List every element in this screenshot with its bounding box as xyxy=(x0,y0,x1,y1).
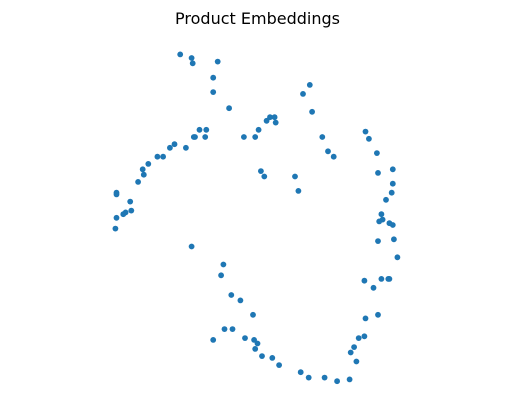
scatter-point xyxy=(190,134,197,140)
scatter-point xyxy=(188,55,195,61)
scatter-point xyxy=(140,171,147,178)
scatter-point xyxy=(154,153,161,160)
scatter-point xyxy=(306,82,313,88)
scatter-point xyxy=(261,173,268,180)
scatter-point xyxy=(297,369,304,376)
scatter-point xyxy=(376,218,383,225)
scatter-point xyxy=(226,105,233,112)
scatter-point xyxy=(218,272,225,279)
scatter-point xyxy=(351,344,357,350)
scatter-point xyxy=(203,126,210,133)
scatter-point xyxy=(375,311,381,318)
scatter-point xyxy=(276,362,282,368)
scatter-point xyxy=(267,114,273,121)
scatter-point xyxy=(259,353,265,359)
scatter-point xyxy=(220,261,227,268)
scatter-point xyxy=(250,311,256,318)
scatter-point xyxy=(309,108,315,115)
scatter-point xyxy=(113,214,120,221)
scatter-point xyxy=(321,374,328,381)
scatter-point xyxy=(221,326,228,332)
scatter-point xyxy=(269,355,276,361)
scatter-point xyxy=(353,358,360,365)
scatter-point xyxy=(361,333,368,340)
scatter-point xyxy=(375,170,381,176)
scatter-point xyxy=(202,134,209,140)
scatter-point xyxy=(160,153,167,160)
scatter-point xyxy=(251,337,257,343)
scatter-point xyxy=(229,326,236,332)
scatter-point xyxy=(271,114,278,121)
scatter-point xyxy=(210,89,217,95)
scatter-point xyxy=(391,236,397,243)
scatter-point xyxy=(210,337,217,343)
scatter-point xyxy=(228,292,235,298)
scatter-point xyxy=(255,126,262,133)
scatter-point xyxy=(330,153,337,160)
scatter-point xyxy=(171,141,178,148)
scatter-point xyxy=(394,254,401,261)
scatter-point xyxy=(127,198,134,205)
scatter-point xyxy=(135,179,142,185)
scatter-point xyxy=(263,117,270,124)
scatter-point xyxy=(300,91,306,97)
scatter-point xyxy=(113,191,120,198)
scatter-point xyxy=(375,238,381,245)
scatter-point xyxy=(388,189,395,196)
scatter-point xyxy=(241,134,247,140)
chart-title: Product Embeddings xyxy=(175,9,340,28)
scatter-point xyxy=(112,225,119,232)
scatter-point xyxy=(167,144,173,151)
scatter-point xyxy=(346,376,353,383)
scatter-point xyxy=(361,277,368,284)
scatter-point xyxy=(183,144,189,151)
scatter-point xyxy=(386,276,393,282)
scatter-point xyxy=(258,168,264,175)
scatter-point xyxy=(252,134,259,140)
scatter-point xyxy=(242,335,248,341)
scatter-point xyxy=(362,315,369,322)
scatter-point xyxy=(366,135,372,142)
scatter-point xyxy=(325,148,331,155)
scatter-point xyxy=(355,335,362,341)
scatter-point xyxy=(196,126,203,133)
scatter-point xyxy=(383,196,389,203)
scatter-point xyxy=(139,166,146,173)
scatter-point xyxy=(128,207,135,214)
scatter-point xyxy=(189,60,196,67)
scatter-point xyxy=(145,161,152,167)
scatter-point xyxy=(378,211,385,218)
scatter-point xyxy=(319,134,326,140)
scatter-point xyxy=(237,297,244,304)
scatter-point xyxy=(347,349,354,356)
scatter-point xyxy=(252,346,259,352)
scatter-point xyxy=(210,74,217,81)
points-layer xyxy=(112,51,401,385)
scatter-point xyxy=(362,128,369,135)
scatter-point xyxy=(389,180,396,187)
scatter-point xyxy=(305,374,312,381)
scatter-point xyxy=(188,243,195,250)
scatter-point xyxy=(374,150,380,157)
scatter-point xyxy=(389,166,396,173)
scatter-point xyxy=(370,284,377,291)
scatter-point xyxy=(214,58,221,65)
scatter-point xyxy=(334,378,340,385)
scatter-point xyxy=(177,51,184,58)
scatter-point xyxy=(295,188,302,194)
scatter-point xyxy=(254,340,261,347)
scatter-point xyxy=(389,222,396,228)
scatter-point xyxy=(272,119,279,126)
scatter-point xyxy=(292,173,298,180)
scatter-point xyxy=(120,211,127,218)
scatter-point xyxy=(378,276,385,282)
